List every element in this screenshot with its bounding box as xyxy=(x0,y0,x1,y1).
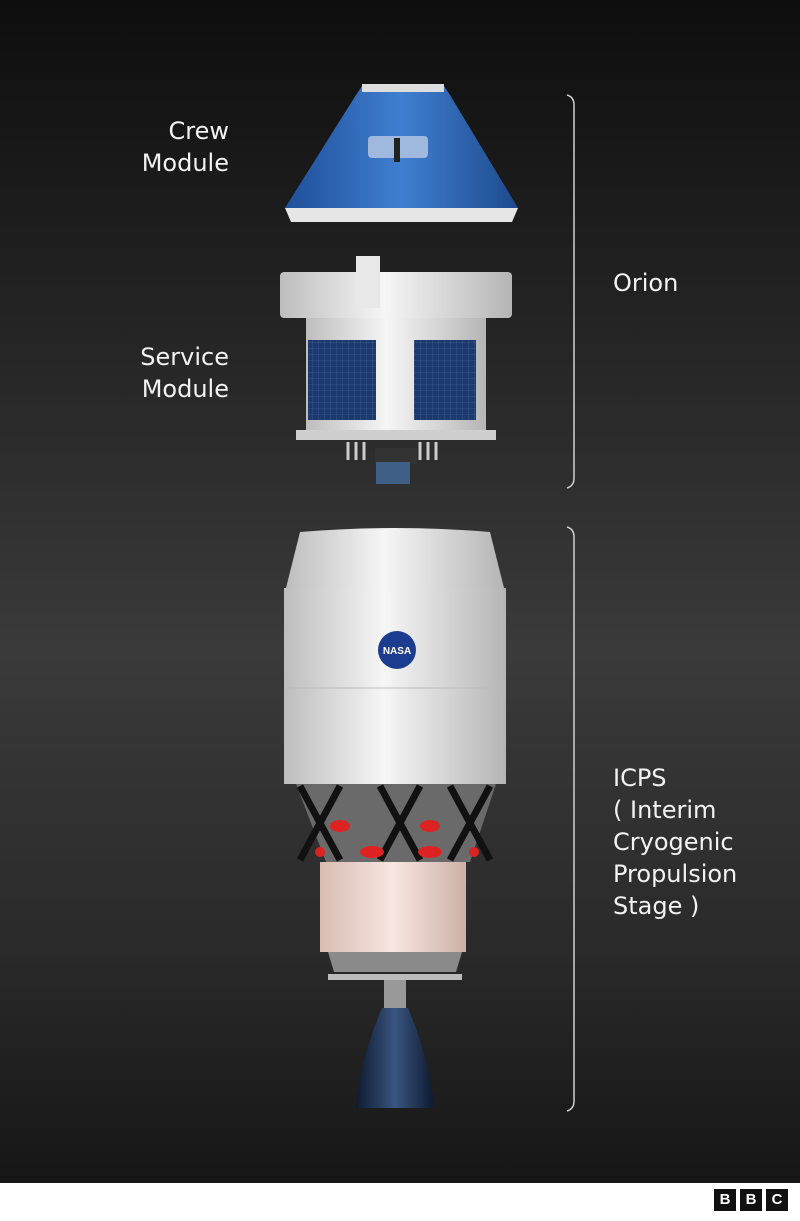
bbc-logo-letter: B xyxy=(740,1189,762,1211)
icps-stage: NASA xyxy=(284,528,506,1108)
service-module-label: Service Module xyxy=(140,341,229,405)
label-line: ( Interim xyxy=(613,796,717,824)
icps-label: ICPS ( Interim Cryogenic Propulsion Stag… xyxy=(613,762,737,922)
nasa-logo-icon xyxy=(378,631,416,669)
label-line: Module xyxy=(141,149,229,177)
crew-module xyxy=(285,84,518,222)
bbc-logo-letter: C xyxy=(766,1189,788,1211)
label-line: Module xyxy=(141,375,229,403)
label-line: ICPS xyxy=(613,764,667,792)
svg-text:NASA: NASA xyxy=(383,646,411,657)
footer xyxy=(0,1183,800,1221)
label-line: Crew xyxy=(168,117,230,145)
label-line: Stage ) xyxy=(613,892,700,920)
orion-bracket xyxy=(566,94,575,489)
bbc-logo-letter: B xyxy=(714,1189,736,1211)
bbc-logo: B B C xyxy=(714,1189,788,1211)
label-line: Service xyxy=(140,343,229,371)
crew-module-label: Crew Module xyxy=(142,115,229,179)
spacecraft-illustration: NASA xyxy=(280,84,575,1112)
icps-bracket xyxy=(566,526,575,1112)
label-line: Propulsion xyxy=(613,860,738,888)
orion-label: Orion xyxy=(613,269,679,297)
diagram-canvas: NASA Crew Module Service Module Orion IC… xyxy=(0,0,800,1183)
label-line: Cryogenic xyxy=(613,828,734,856)
service-module xyxy=(280,256,512,484)
